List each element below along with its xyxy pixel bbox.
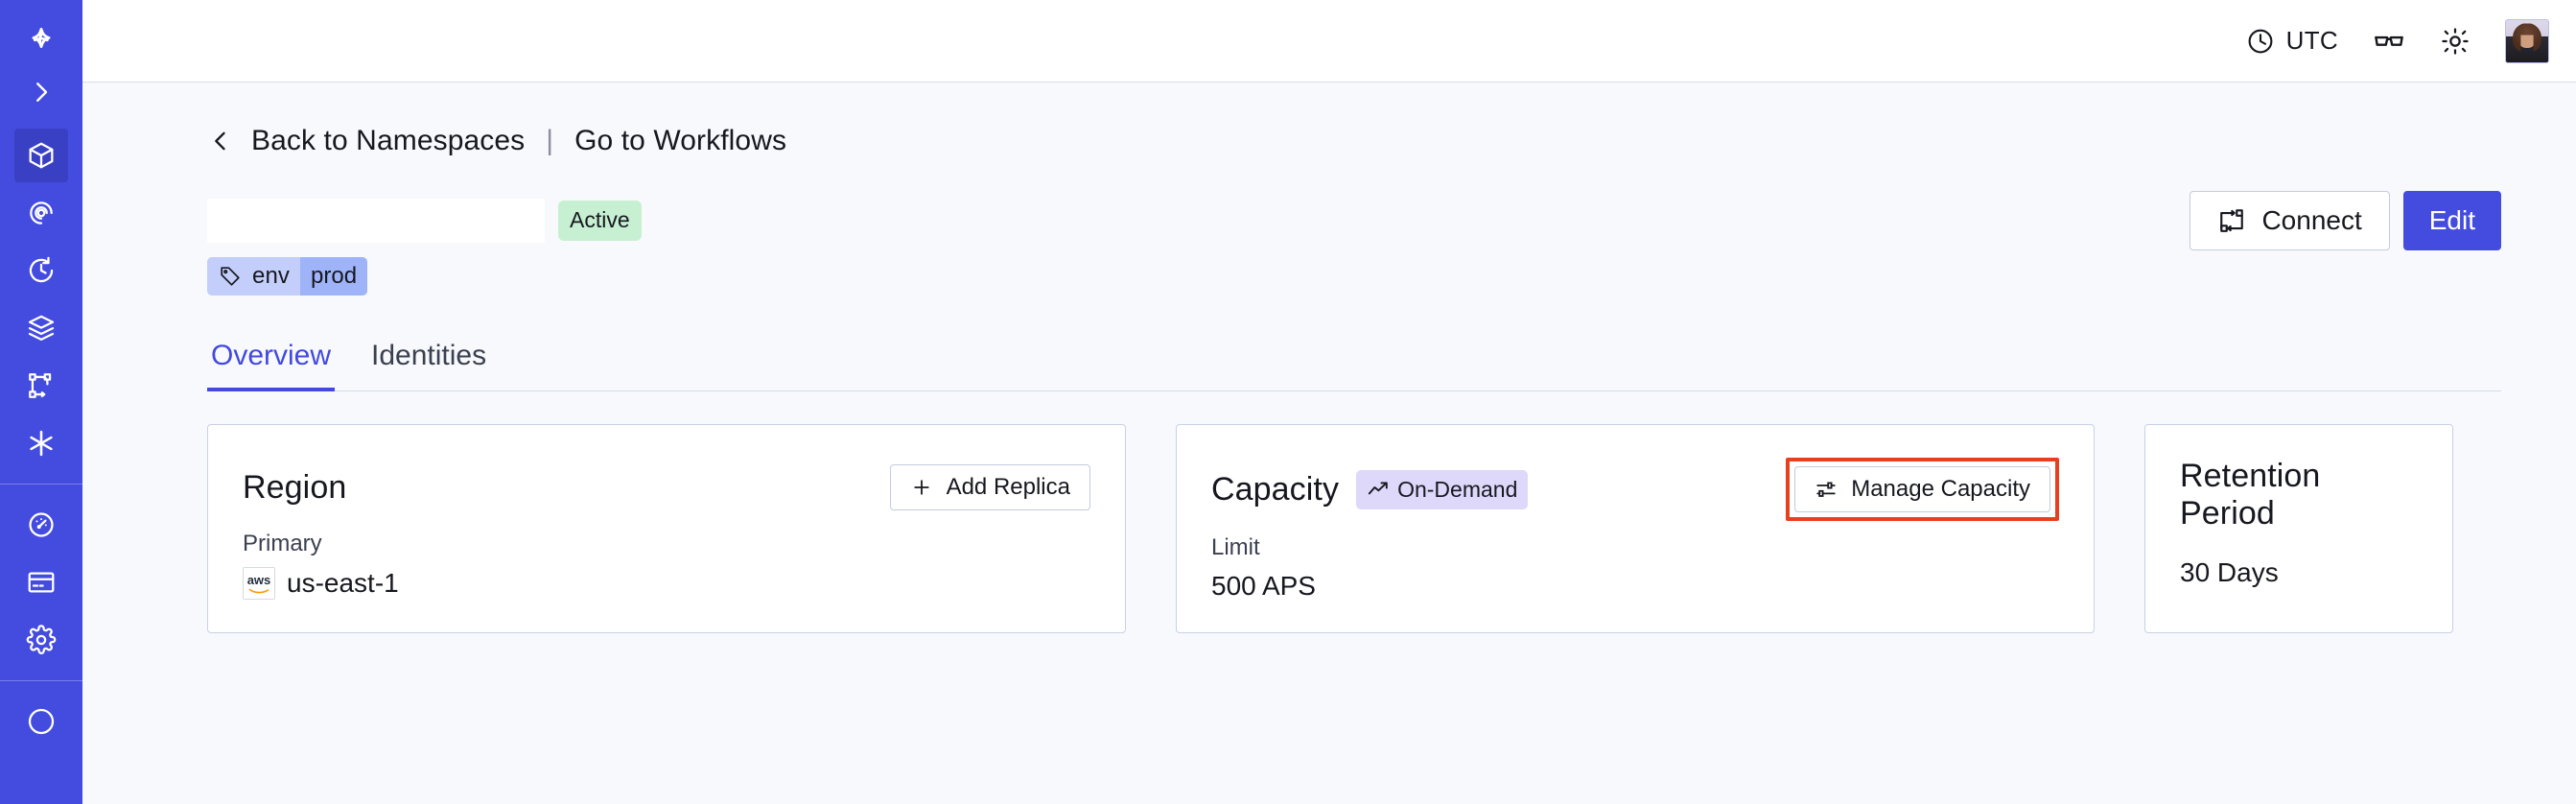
namespace-header-row: Active <box>207 191 2501 250</box>
schedules-clock-icon <box>29 256 54 283</box>
region-card: Region Add Replica Pr <box>207 424 1126 633</box>
sidebar-divider-1 <box>0 484 82 485</box>
billing-card-icon <box>28 572 55 593</box>
timezone-label: UTC <box>2285 26 2338 55</box>
sun-icon[interactable] <box>2440 26 2471 57</box>
trending-up-icon <box>1367 478 1390 501</box>
aws-logo-icon: aws <box>243 567 275 600</box>
user-avatar[interactable] <box>2505 18 2549 63</box>
capacity-limit-label: Limit <box>1211 534 1260 560</box>
retention-card: Retention Period 30 Days <box>2144 424 2453 633</box>
manage-capacity-button[interactable]: Manage Capacity <box>1794 466 2050 512</box>
capacity-mode-badge: On-Demand <box>1356 469 1529 509</box>
tag-chip[interactable]: env prod <box>207 257 368 296</box>
tab-bar: Overview Identities <box>207 340 2501 391</box>
manage-capacity-highlight: Manage Capacity <box>1786 458 2059 521</box>
capacity-card: Capacity On-Demand <box>1176 424 2095 633</box>
retention-card-title: Retention Period <box>2180 458 2321 532</box>
breadcrumb: Back to Namespaces | Go to Workflows <box>207 125 2501 157</box>
back-to-namespaces-link[interactable]: Back to Namespaces <box>251 125 526 156</box>
tab-overview[interactable]: Overview <box>207 340 336 391</box>
sidebar-item-help[interactable] <box>14 695 68 748</box>
sidebar-divider-2 <box>0 680 82 681</box>
capacity-limit-value: 500 APS <box>1211 571 1316 601</box>
region-primary-value-row: aws us-east-1 <box>243 567 1090 600</box>
region-primary-label: Primary <box>243 531 322 556</box>
main-area: UTC <box>82 0 2576 804</box>
sidebar-item-worker-deployments[interactable] <box>14 301 68 355</box>
edit-button[interactable]: Edit <box>2402 191 2501 250</box>
add-replica-button[interactable]: Add Replica <box>889 464 1090 510</box>
connect-nodes-icon <box>2217 206 2246 235</box>
left-sidebar <box>0 0 82 804</box>
plus-icon <box>910 476 933 499</box>
manage-capacity-label: Manage Capacity <box>1851 476 2030 502</box>
capacity-mode-label: On-Demand <box>1397 476 1518 502</box>
sidebar-item-integrations[interactable] <box>14 416 68 470</box>
sidebar-item-billing[interactable] <box>14 556 68 609</box>
tag-icon <box>219 265 242 288</box>
header-actions: Connect Edit <box>2190 191 2501 250</box>
worker-deployments-layers-icon <box>28 315 55 341</box>
usage-gauge-icon <box>29 512 54 537</box>
sidebar-item-expand[interactable] <box>14 65 68 119</box>
top-bar: UTC <box>82 0 2576 83</box>
namespaces-cube-icon <box>29 142 54 169</box>
clock-icon <box>2248 29 2273 53</box>
retention-value: 30 Days <box>2180 557 2279 587</box>
go-to-workflows-link[interactable]: Go to Workflows <box>574 125 787 156</box>
region-card-title: Region <box>243 468 347 506</box>
sidebar-item-schedules[interactable] <box>14 244 68 297</box>
connect-button[interactable]: Connect <box>2190 191 2390 250</box>
page-title <box>207 199 545 243</box>
capacity-card-title: Capacity <box>1211 470 1340 508</box>
sliders-icon <box>1815 478 1838 501</box>
overview-cards: Region Add Replica Pr <box>207 424 2501 633</box>
settings-gear-icon <box>26 625 57 654</box>
glasses-icon[interactable] <box>2373 25 2405 58</box>
expand-chevron-icon <box>36 83 48 102</box>
tag-value: prod <box>300 257 368 296</box>
page-content: Back to Namespaces | Go to Workflows Act… <box>82 83 2576 804</box>
help-circle-icon <box>28 708 55 735</box>
breadcrumb-separator: | <box>546 125 554 156</box>
add-replica-label: Add Replica <box>946 474 1070 500</box>
tag-key: env <box>252 263 290 289</box>
edit-button-label: Edit <box>2428 205 2475 235</box>
namespace-tags: env prod <box>207 257 2501 296</box>
connect-button-label: Connect <box>2261 205 2362 235</box>
workflows-branch-icon <box>29 373 52 398</box>
sidebar-item-settings[interactable] <box>14 613 68 667</box>
tab-identities[interactable]: Identities <box>371 340 487 371</box>
timezone-selector[interactable]: UTC <box>2246 26 2338 56</box>
region-primary-value: us-east-1 <box>287 568 399 598</box>
temporal-logo[interactable] <box>0 13 82 63</box>
sidebar-item-usage[interactable] <box>14 498 68 552</box>
nexus-icon <box>30 201 53 225</box>
sidebar-item-workflows[interactable] <box>14 359 68 413</box>
status-badge: Active <box>558 201 642 241</box>
sidebar-item-nexus[interactable] <box>14 186 68 240</box>
sidebar-item-namespaces[interactable] <box>14 129 68 182</box>
integrations-asterisk-icon <box>30 430 53 457</box>
chevron-left-icon[interactable] <box>207 128 234 154</box>
